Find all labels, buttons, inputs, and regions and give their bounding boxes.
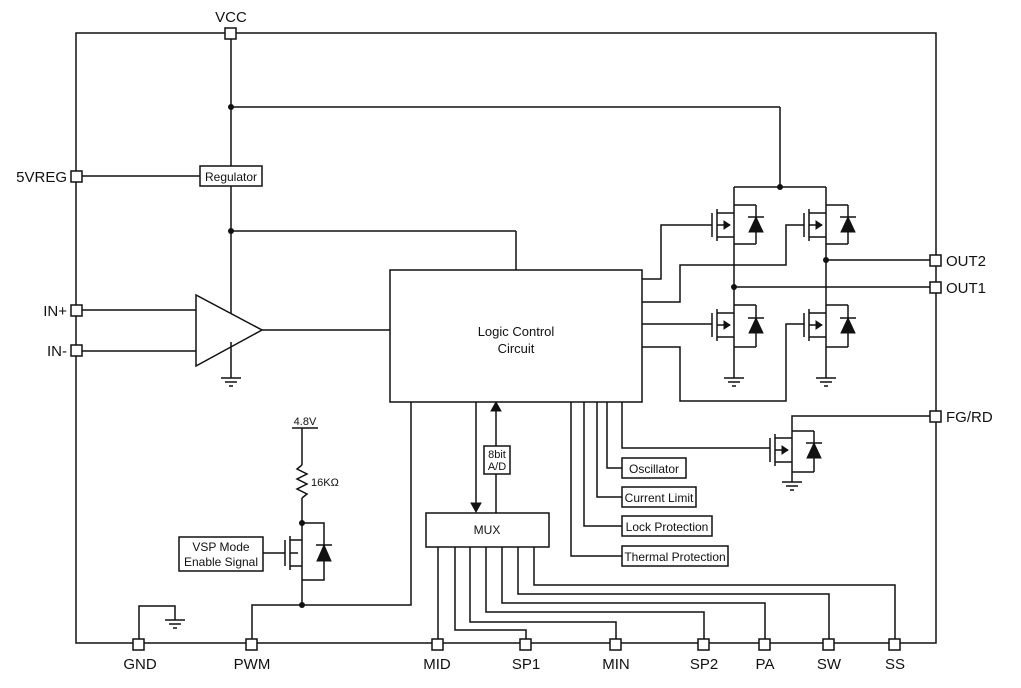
mosfet-upper-left: [711, 204, 764, 245]
mosfet-lower-right: [803, 304, 856, 387]
pin-label-vcc: VCC: [215, 9, 247, 26]
pin-gnd: [132, 638, 145, 651]
regulator-block: [199, 165, 263, 187]
mosfet-vsp: [284, 532, 303, 605]
resistor-label: 16KΩ: [311, 477, 339, 489]
pin-label-out2: OUT2: [946, 253, 986, 270]
pin-min: [609, 638, 622, 651]
supply-label: 4.8V: [294, 416, 317, 428]
mosfet-fg-rd: [769, 430, 822, 491]
oscillator-label: Oscillator: [629, 462, 679, 476]
logic-label-line1: Logic Control: [478, 324, 555, 339]
mux-label: MUX: [474, 523, 501, 537]
pin-label-ss: SS: [885, 656, 905, 673]
pin-sp1: [519, 638, 532, 651]
pin-in-plus: [70, 304, 83, 317]
lock-protection-block: [621, 515, 713, 537]
resistor-symbol: [295, 464, 309, 499]
pin-label-in-minus: IN-: [47, 343, 67, 360]
pin-label-mid: MID: [423, 656, 451, 673]
adc-label-line1: 8bit: [488, 449, 506, 461]
pin-label-pa: PA: [756, 656, 775, 673]
thermal-protection-block: [621, 545, 729, 567]
current-limit-label: Current Limit: [625, 491, 694, 505]
vsp-label-line2: Enable Signal: [184, 555, 258, 569]
mux-block: [425, 512, 550, 548]
logic-control-block: [389, 269, 643, 403]
vsp-label-line1: VSP Mode: [192, 540, 249, 554]
pin-label-pwm: PWM: [234, 656, 271, 673]
pin-out2: [929, 254, 942, 267]
mosfet-upper-right: [803, 204, 856, 245]
pin-label-sw: SW: [817, 656, 842, 673]
pin-out1: [929, 281, 942, 294]
mosfet-lower-left: [711, 304, 764, 387]
current-limit-block: [621, 486, 697, 508]
pin-sw: [822, 638, 835, 651]
pin-sp2: [697, 638, 710, 651]
regulator-label: Regulator: [205, 170, 257, 184]
pin-label-in-plus: IN+: [43, 303, 67, 320]
pin-in-minus: [70, 344, 83, 357]
pin-fg-rd: [929, 410, 942, 423]
pin-5vreg: [70, 170, 83, 183]
adc-block: [483, 445, 511, 475]
logic-label-line2: Circuit: [498, 341, 535, 356]
oscillator-block: [621, 457, 687, 479]
pin-label-fg-rd: FG/RD: [946, 409, 993, 426]
pin-pa: [758, 638, 771, 651]
pin-label-out1: OUT1: [946, 280, 986, 297]
pin-label-gnd: GND: [123, 656, 157, 673]
vsp-block: [178, 536, 264, 572]
lock-protection-label: Lock Protection: [626, 520, 709, 534]
pin-label-5vreg: 5VREG: [16, 169, 67, 186]
pin-ss: [888, 638, 901, 651]
pin-label-sp1: SP1: [512, 656, 540, 673]
pin-label-min: MIN: [602, 656, 630, 673]
pin-mid: [431, 638, 444, 651]
amplifier-symbol: [195, 293, 264, 368]
pin-label-sp2: SP2: [690, 656, 718, 673]
thermal-protection-label: Thermal Protection: [624, 550, 725, 564]
adc-label-line2: A/D: [488, 461, 506, 473]
chip-outline: [75, 32, 937, 644]
pin-pwm: [245, 638, 258, 651]
pin-vcc: [224, 27, 237, 40]
